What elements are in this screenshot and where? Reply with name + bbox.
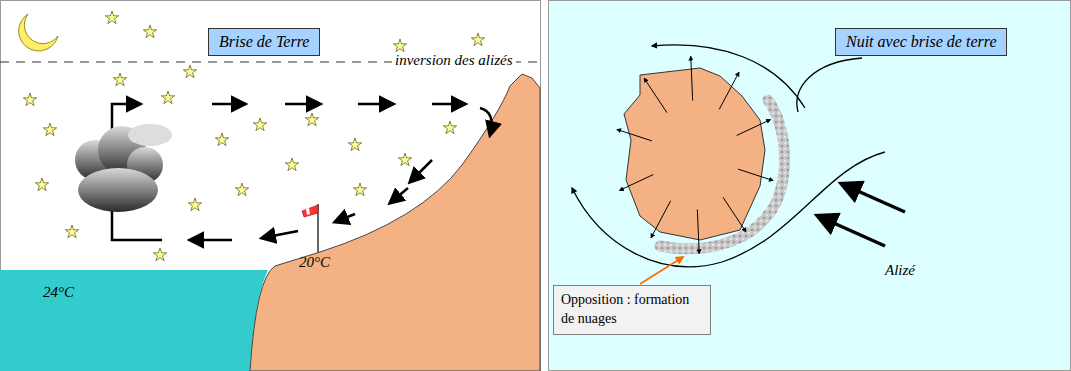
breeze-arrow bbox=[644, 78, 667, 112]
breeze-arrow bbox=[737, 120, 771, 136]
layer-label: inversion des alizés bbox=[392, 52, 516, 69]
breeze-arrow bbox=[723, 197, 746, 231]
mountain bbox=[250, 74, 540, 371]
breeze-arrow bbox=[651, 201, 671, 238]
star bbox=[43, 123, 56, 136]
breeze-arrows bbox=[112, 104, 492, 240]
star bbox=[471, 33, 484, 46]
moon bbox=[19, 14, 58, 51]
star bbox=[353, 183, 366, 196]
breeze-arrow bbox=[617, 129, 652, 140]
land-breeze-arrows bbox=[617, 57, 773, 254]
star bbox=[143, 25, 156, 38]
panel-frame bbox=[1, 1, 541, 371]
star bbox=[235, 183, 248, 196]
breeze-arrow bbox=[691, 57, 693, 101]
star bbox=[285, 158, 298, 171]
breeze-arrow bbox=[620, 175, 654, 191]
node-text: Brise de Terre bbox=[219, 33, 309, 51]
star bbox=[113, 73, 126, 86]
title-box: Brise de Terre bbox=[208, 28, 320, 56]
wind-label: Alizé bbox=[882, 262, 918, 279]
breeze-arrow bbox=[719, 72, 739, 109]
sea bbox=[0, 270, 268, 371]
star bbox=[443, 121, 456, 134]
star bbox=[253, 118, 266, 131]
flow-lines bbox=[572, 45, 885, 267]
star bbox=[215, 133, 228, 146]
callout-box: Opposition : formation de nuages bbox=[553, 285, 711, 335]
star bbox=[348, 138, 361, 151]
star bbox=[398, 153, 411, 166]
cloud bbox=[75, 124, 172, 212]
star bbox=[161, 91, 174, 104]
star bbox=[305, 113, 318, 126]
star bbox=[23, 93, 36, 106]
star bbox=[393, 39, 406, 52]
stars bbox=[23, 11, 484, 261]
node-text: Opposition : formation de nuages bbox=[561, 291, 703, 329]
island bbox=[624, 68, 765, 240]
breeze-arrow bbox=[697, 209, 699, 253]
breeze-arrow bbox=[738, 169, 773, 180]
windsock bbox=[302, 204, 318, 252]
star bbox=[188, 198, 201, 211]
temperature-label: 20°C bbox=[296, 254, 333, 271]
star bbox=[105, 11, 118, 24]
star bbox=[35, 178, 48, 191]
trade-wind-arrows bbox=[818, 184, 905, 246]
star bbox=[65, 225, 78, 238]
temperature-label: 24°C bbox=[40, 284, 77, 301]
star bbox=[153, 248, 166, 261]
callout-leader bbox=[640, 257, 683, 284]
panel-frame bbox=[549, 1, 1071, 371]
title-box: Nuit avec brise de terre bbox=[835, 28, 1007, 56]
node-text: Nuit avec brise de terre bbox=[846, 33, 996, 51]
star bbox=[183, 65, 196, 78]
